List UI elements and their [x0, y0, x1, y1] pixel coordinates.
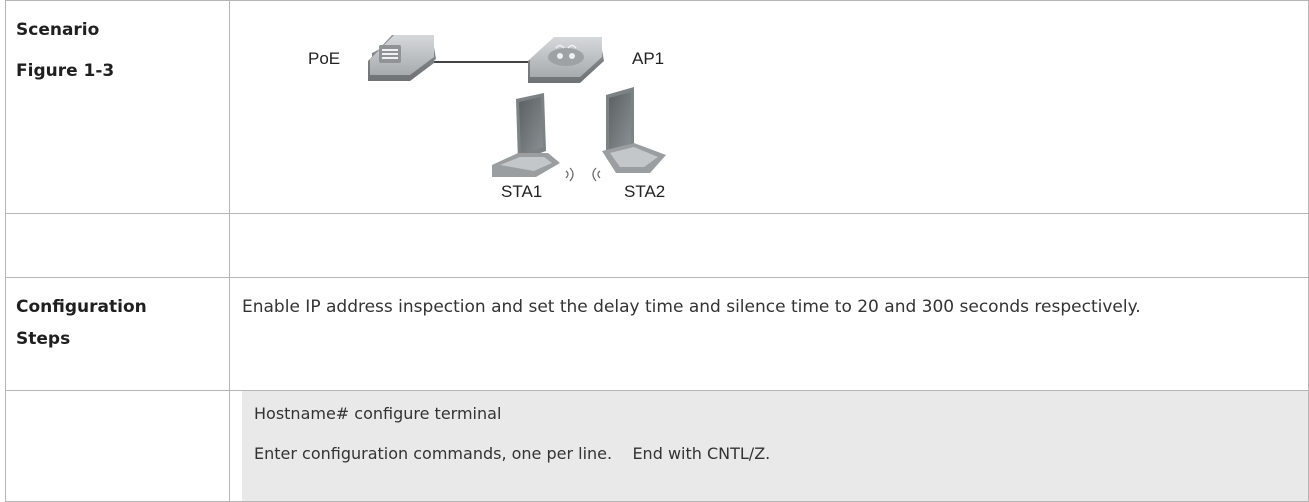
scenario-label-cell: Scenario Figure 1-3	[5, 0, 230, 214]
poe-label: PoE	[308, 49, 341, 68]
config-step-text: Enable IP address inspection and set the…	[242, 297, 1141, 317]
config-steps-row: Configuration Steps Enable IP address in…	[5, 277, 1309, 391]
code-line: Enter configuration commands, one per li…	[254, 444, 771, 463]
sta1-label: STA1	[501, 182, 543, 201]
config-label-line1: Configuration	[16, 297, 147, 317]
network-diagram: PoE AP1 STA1 STA2	[230, 1, 1308, 213]
laptop-icon	[592, 87, 666, 182]
empty-content-cell	[229, 213, 1309, 278]
code-line: Hostname# configure terminal	[254, 404, 502, 423]
access-point-icon	[528, 37, 604, 83]
topology-svg	[368, 35, 666, 182]
config-label-cell: Configuration Steps	[5, 277, 230, 391]
config-label-line2: Steps	[16, 329, 71, 349]
ap1-label: AP1	[632, 49, 665, 68]
figure-label: Figure 1-3	[16, 61, 115, 81]
empty-label-cell	[5, 213, 230, 278]
sta2-label: STA2	[624, 182, 666, 201]
empty-row	[5, 213, 1309, 278]
diagram-cell: PoE AP1 STA1 STA2	[229, 0, 1309, 214]
code-row: Hostname# configure terminal Enter confi…	[5, 390, 1309, 502]
code-block: Hostname# configure terminal Enter confi…	[242, 391, 1308, 501]
code-label-cell	[5, 390, 230, 502]
scenario-row: Scenario Figure 1-3	[5, 0, 1309, 214]
laptop-icon	[492, 93, 574, 182]
poe-switch-icon	[368, 35, 436, 81]
scenario-label: Scenario	[16, 20, 100, 40]
config-text-cell: Enable IP address inspection and set the…	[229, 277, 1309, 391]
config-table: Scenario Figure 1-3	[5, 0, 1309, 502]
code-cell: Hostname# configure terminal Enter confi…	[229, 390, 1309, 502]
